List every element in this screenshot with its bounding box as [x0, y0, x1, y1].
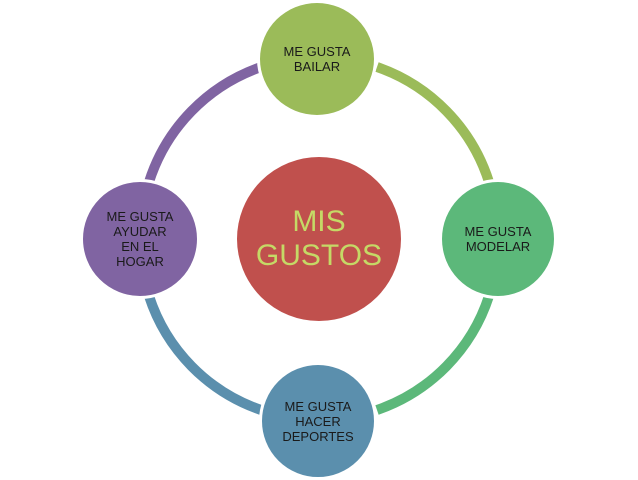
arc-top-right — [375, 62, 494, 184]
center-node-mis-gustos: MIS GUSTOS — [234, 154, 404, 324]
arc-left-top — [144, 62, 263, 184]
node-me-gusta-modelar: ME GUSTA MODELAR — [439, 179, 557, 299]
node-me-gusta-ayudar-en-el-hogar: ME GUSTA AYUDAR EN EL HOGAR — [80, 179, 200, 299]
center-label: MIS GUSTOS — [255, 205, 383, 272]
node-me-gusta-hacer-deportes: ME GUSTA HACER DEPORTES — [259, 362, 377, 480]
node-label: ME GUSTA HACER DEPORTES — [282, 398, 354, 444]
arc-bottom-left — [144, 294, 263, 415]
arc-right-bottom — [375, 294, 494, 415]
node-me-gusta-bailar: ME GUSTA BAILAR — [257, 0, 377, 118]
node-label: ME GUSTA BAILAR — [283, 44, 351, 74]
node-label: ME GUSTA MODELAR — [464, 224, 532, 254]
node-label: ME GUSTA AYUDAR EN EL HOGAR — [106, 209, 174, 269]
